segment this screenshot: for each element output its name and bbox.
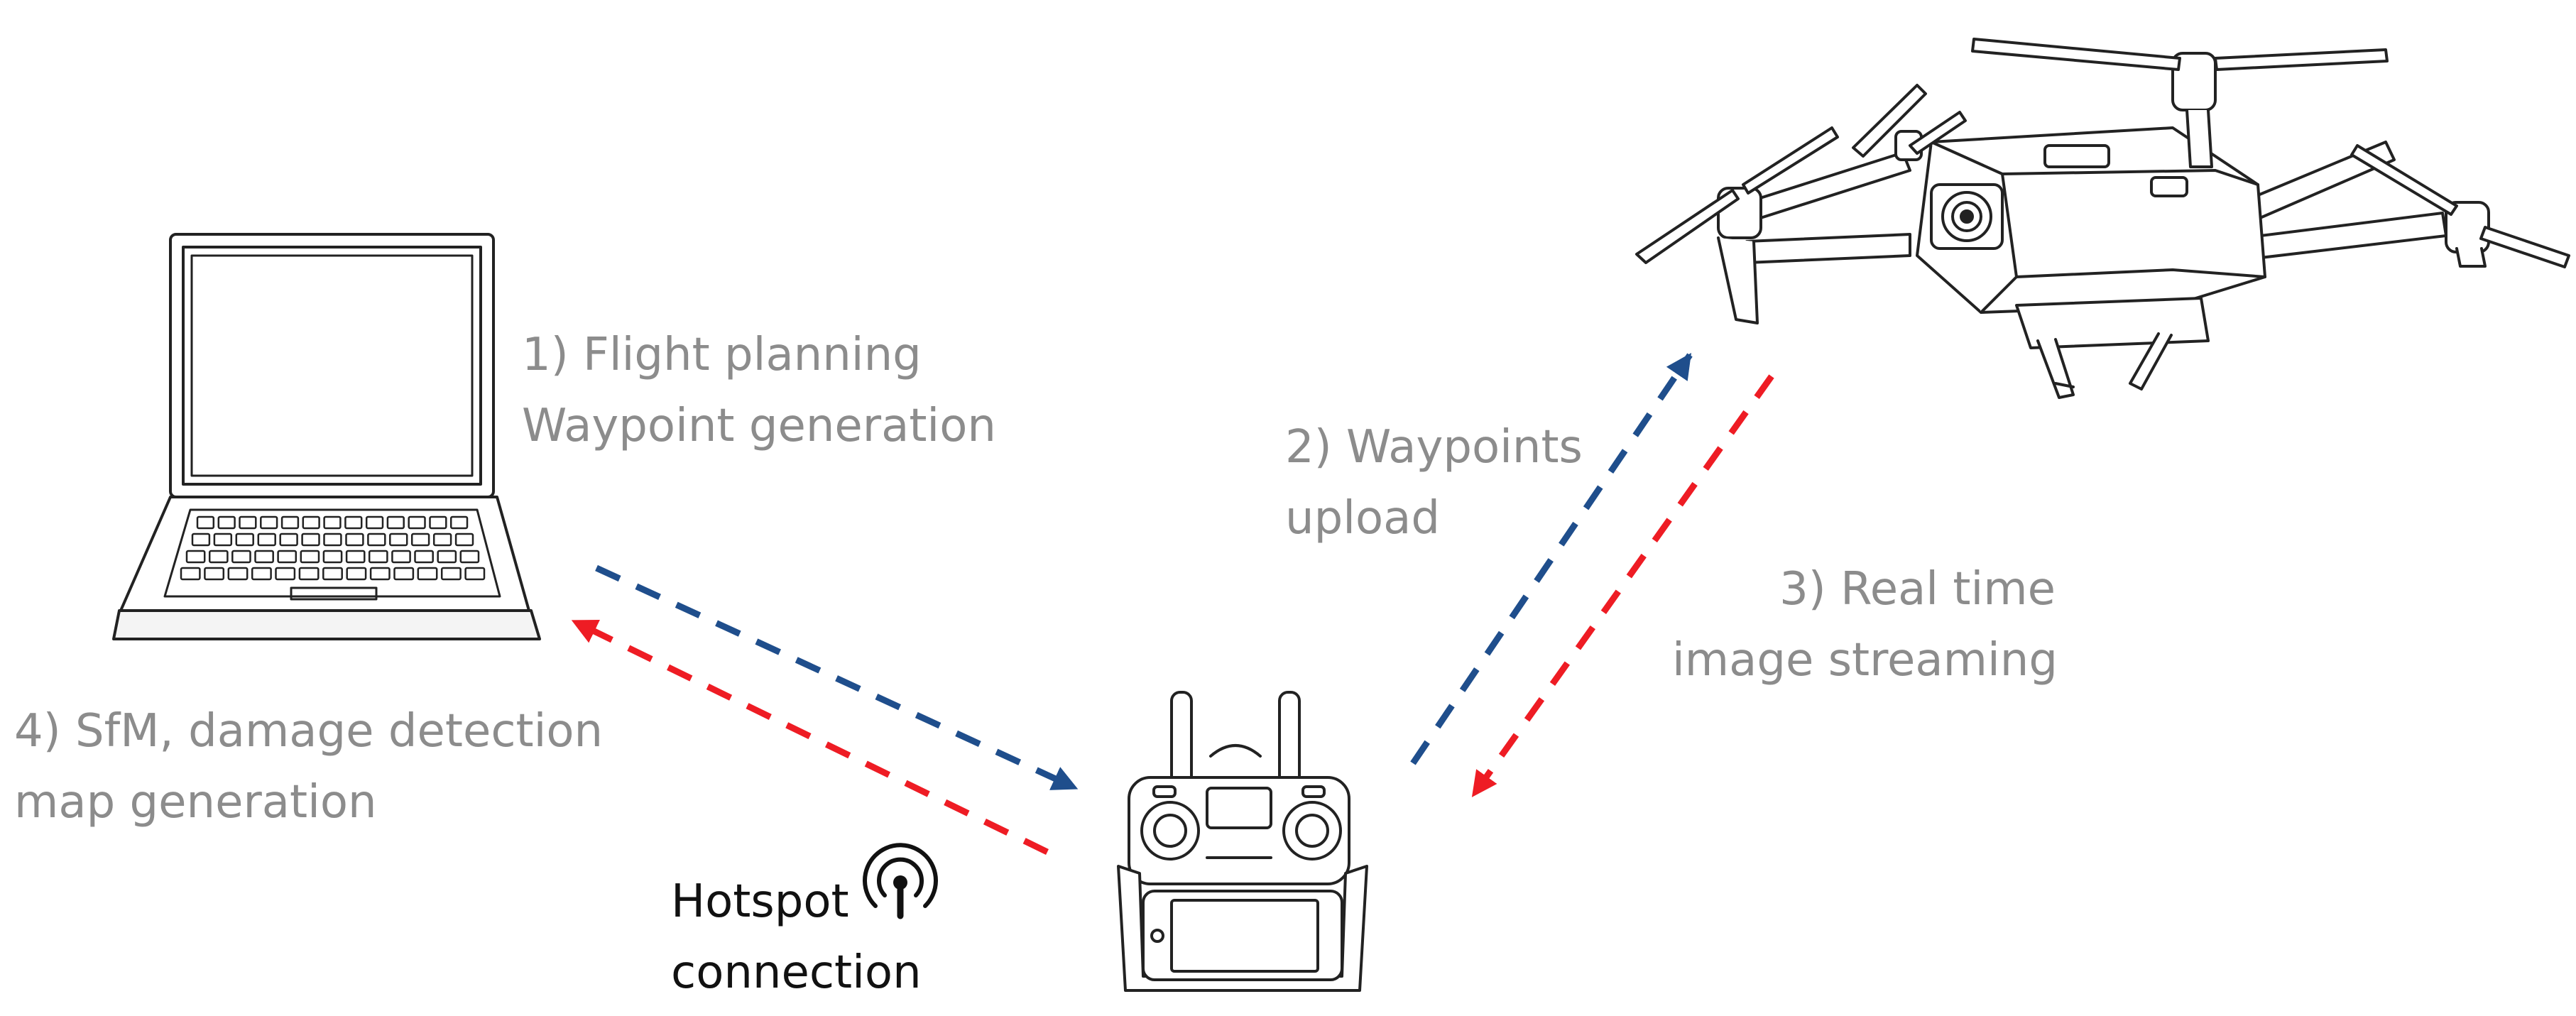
laptop-key xyxy=(298,567,320,581)
remote-controller-icon xyxy=(1117,691,1368,992)
arrow-controller-to-drone xyxy=(1410,353,1693,765)
laptop-key xyxy=(449,515,469,530)
laptop-key xyxy=(414,550,434,564)
laptop-key xyxy=(191,532,211,547)
laptop-icon xyxy=(112,233,541,640)
laptop-key xyxy=(386,515,405,530)
laptop-key xyxy=(437,550,457,564)
label-image-streaming: 3) Real time image streaming xyxy=(1672,554,2058,696)
laptop-key xyxy=(239,515,257,530)
laptop-key xyxy=(322,567,343,581)
laptop-key xyxy=(417,567,438,581)
laptop-key xyxy=(369,567,391,581)
laptop-key xyxy=(389,532,408,547)
arrow-laptop-to-controller xyxy=(595,564,1079,792)
drone-icon xyxy=(1635,38,2570,399)
label-line: 2) Waypoints xyxy=(1285,421,1583,474)
laptop-key xyxy=(217,515,236,530)
label-line: connection xyxy=(671,946,922,999)
laptop-key xyxy=(408,515,426,530)
laptop-key xyxy=(429,515,447,530)
arrow-controller-to-laptop xyxy=(571,618,1049,856)
laptop-key xyxy=(440,567,462,581)
label-line: image streaming xyxy=(1672,634,2058,687)
laptop-key xyxy=(301,532,320,547)
label-line: Waypoint generation xyxy=(522,400,996,452)
laptop-key xyxy=(277,550,298,564)
laptop-key xyxy=(254,550,274,564)
laptop-key xyxy=(300,550,320,564)
laptop-key xyxy=(196,515,215,530)
laptop-key xyxy=(346,567,367,581)
label-line: upload xyxy=(1285,492,1440,545)
laptop-key xyxy=(235,532,254,547)
laptop-key xyxy=(204,567,225,581)
laptop-key xyxy=(323,515,342,530)
label-line: 4) SfM, damage detection xyxy=(14,705,604,758)
laptop-key xyxy=(280,515,300,530)
laptop-key xyxy=(302,515,320,530)
laptop-key xyxy=(260,515,278,530)
laptop-key xyxy=(410,532,430,547)
laptop-key xyxy=(227,567,249,581)
laptop-key xyxy=(185,550,206,564)
laptop-key xyxy=(391,550,411,564)
laptop-key xyxy=(257,532,276,547)
laptop-key xyxy=(365,515,384,530)
laptop-key xyxy=(251,567,272,581)
laptop-key xyxy=(464,567,486,581)
label-line: 3) Real time xyxy=(1779,563,2056,616)
label-waypoints-upload: 2) Waypoints upload xyxy=(1285,412,1583,554)
laptop-key xyxy=(279,532,298,547)
laptop-key xyxy=(213,532,233,547)
laptop-key xyxy=(345,532,364,547)
label-hotspot-connection: Hotspot connection xyxy=(671,866,922,1008)
label-line: map generation xyxy=(14,776,377,829)
laptop-key xyxy=(432,532,452,547)
laptop-key xyxy=(323,532,342,547)
laptop-key xyxy=(454,532,474,547)
laptop-key xyxy=(368,550,388,564)
laptop-key xyxy=(345,550,366,564)
label-line: Hotspot xyxy=(671,875,849,928)
laptop-key xyxy=(393,567,415,581)
label-damage-detection: 4) SfM, damage detection map generation xyxy=(14,696,603,838)
laptop-key xyxy=(459,550,480,564)
hotspot-icon xyxy=(863,843,938,919)
smartphone-icon xyxy=(1142,890,1343,981)
laptop-key xyxy=(231,550,251,564)
label-line: 1) Flight planning xyxy=(522,329,922,381)
label-flight-planning: 1) Flight planning Waypoint generation xyxy=(522,319,996,461)
laptop-key xyxy=(322,550,343,564)
laptop-key xyxy=(180,567,201,581)
laptop-key xyxy=(344,515,363,530)
laptop-key xyxy=(275,567,296,581)
laptop-key xyxy=(367,532,386,547)
laptop-key xyxy=(208,550,229,564)
